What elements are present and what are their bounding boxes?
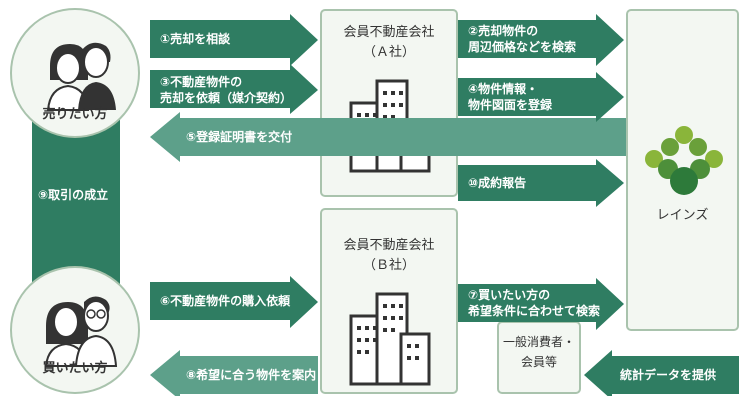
arrow-10-label: ⑩成約報告 <box>468 176 527 190</box>
arrow-4-label-1: ④物件情報・ <box>468 82 539 96</box>
company-b-name: 会員不動産会社 <box>343 238 435 253</box>
arrow-3 <box>150 64 318 114</box>
reins-box: レインズ <box>626 9 739 331</box>
arrow-4 <box>458 72 624 122</box>
buyer-people-icon <box>44 296 118 367</box>
reins-logo-icon <box>645 126 723 195</box>
seller-label: 売りたい方 <box>42 107 108 122</box>
arrow-7-label-1: ⑦買いたい方の <box>468 288 551 302</box>
arrow-7-label-2: 希望条件に合わせて検索 <box>468 304 601 318</box>
transaction-label: ⑨取引の成立 <box>38 188 109 202</box>
building-b-icon <box>349 292 431 386</box>
consumer-box: 一般消費者・ 会員等 <box>497 321 581 394</box>
arrow-2-label-2: 周辺価格などを検索 <box>468 40 577 54</box>
arrow-8 <box>150 350 318 396</box>
arrow-5-label: ⑤登録証明書を交付 <box>186 130 293 144</box>
arrow-6-label: ⑥不動産物件の購入依頼 <box>160 294 291 308</box>
buyer-circle: 買いたい方 <box>10 266 140 394</box>
arrow-4-label-2: 物件図面を登録 <box>468 98 553 112</box>
arrow-3-label-2: 売却を依頼（媒介契約） <box>160 91 293 105</box>
company-b-box: 会員不動産会社 （Ｂ社） <box>320 208 458 394</box>
arrow-3-label-1: ③不動産物件の <box>160 75 243 89</box>
arrow-stats <box>584 350 739 396</box>
arrow-stats-label: 統計データを提供 <box>620 368 717 382</box>
arrow-10 <box>458 159 624 207</box>
company-b-sub: （Ｂ社） <box>362 258 415 273</box>
seller-circle: 売りたい方 <box>10 8 140 138</box>
company-a-sub: （Ａ社） <box>362 45 415 60</box>
arrow-2 <box>458 14 624 66</box>
consumer-line1: 一般消費者・ <box>502 335 575 349</box>
arrow-1 <box>150 14 318 66</box>
transaction-band <box>32 120 120 288</box>
arrow-6 <box>150 276 318 328</box>
company-a-name: 会員不動産会社 <box>343 25 435 40</box>
arrow-1-label: ①売却を相談 <box>160 32 231 46</box>
reins-label: レインズ <box>656 208 709 223</box>
buyer-label: 買いたい方 <box>42 361 108 376</box>
seller-people-icon <box>46 42 116 111</box>
arrow-7 <box>458 278 624 330</box>
consumer-line2: 会員等 <box>520 355 557 369</box>
arrow-8-label: ⑧希望に合う物件を案内 <box>186 368 317 382</box>
arrow-2-label-1: ②売却物件の <box>468 24 539 38</box>
arrow-5 <box>150 112 626 162</box>
